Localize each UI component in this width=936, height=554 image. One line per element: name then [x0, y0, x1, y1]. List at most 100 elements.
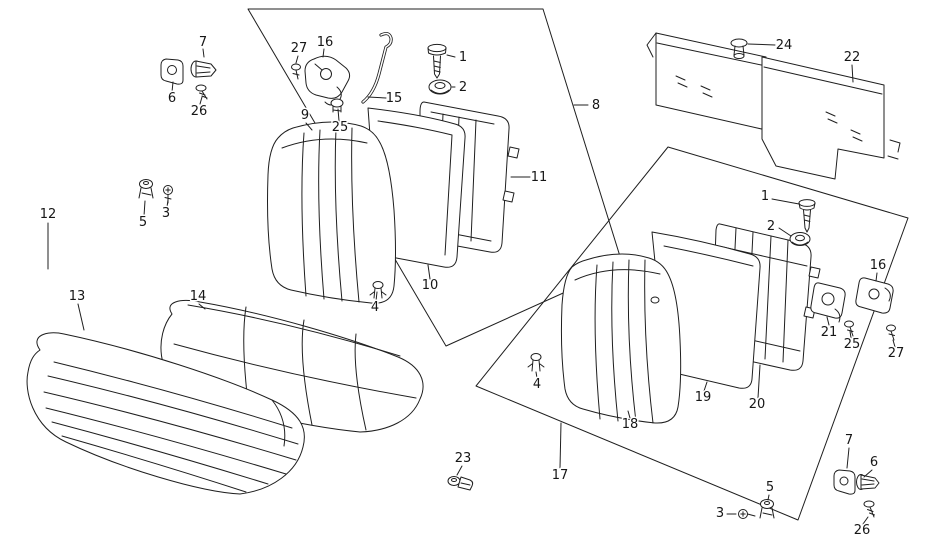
clip-4-right-drawing: [527, 353, 545, 372]
callout-16-right: 16: [870, 258, 887, 273]
screw-27-right-drawing: [886, 324, 896, 341]
clip-7-6-left-drawing: [160, 58, 217, 85]
clip-23-drawing: [447, 476, 474, 491]
callout-5-left: 5: [139, 215, 147, 230]
callout-5-bottom-right: 5: [766, 480, 774, 495]
callout-27-left: 27: [291, 41, 308, 56]
clip-24-drawing: [730, 38, 748, 59]
leader-line: [747, 43, 776, 46]
callout-2-left: 2: [459, 80, 467, 95]
leader-line: [143, 200, 146, 217]
latch-16-right-drawing: [855, 277, 894, 314]
leader-line: [198, 303, 206, 310]
leader-line: [202, 48, 205, 58]
clip-5-left-drawing: [138, 179, 154, 199]
assembly-box-right: [475, 146, 909, 521]
callout-23: 23: [455, 451, 472, 466]
leader-line: [166, 199, 169, 208]
callout-26-bottom-right: 26: [854, 523, 871, 538]
callout-9: 9: [301, 108, 309, 123]
grommet-2-right-drawing: [789, 232, 811, 246]
latch-16-left-drawing: [304, 55, 351, 106]
leader-line: [446, 54, 456, 58]
screw-27-left-drawing: [291, 63, 301, 80]
leader-line: [862, 516, 869, 525]
clip-7-6-right-drawing: [833, 469, 880, 495]
callout-22: 22: [844, 50, 861, 65]
callout-25-left: 25: [332, 120, 349, 135]
callout-19: 19: [695, 390, 712, 405]
screw-26-left-drawing: [195, 84, 208, 100]
leader-line: [295, 55, 299, 64]
callout-15: 15: [386, 91, 403, 106]
leader-line: [559, 422, 562, 469]
leader-line: [778, 227, 792, 237]
rod-15-drawing: [361, 31, 393, 104]
leader-line: [703, 381, 708, 392]
callout-27-right: 27: [888, 346, 905, 361]
leader-line: [535, 371, 538, 379]
leader-line: [456, 465, 463, 476]
callout-4-right: 4: [533, 377, 541, 392]
callout-8: 8: [592, 98, 600, 113]
callout-3-bottom-right: 3: [716, 506, 724, 521]
bolt-1-right-drawing: [798, 199, 816, 233]
bushing-25-left-drawing: [330, 98, 344, 113]
lock-21-drawing: [810, 282, 846, 323]
callout-7-bottom-right: 7: [845, 433, 853, 448]
leader-line: [851, 64, 854, 83]
seat-cushion-13-drawing: [26, 332, 305, 495]
callout-18: 18: [622, 417, 639, 432]
seat-back-board-22-drawing: [646, 32, 901, 180]
clip-4-left-drawing: [369, 281, 387, 299]
callout-14: 14: [190, 289, 207, 304]
callout-7-top-left: 7: [199, 35, 207, 50]
seat-back-cushion-9-drawing: [267, 121, 396, 304]
screw-3-left-drawing: [163, 185, 173, 204]
leader-line: [863, 469, 873, 478]
callout-26-top-left: 26: [191, 104, 208, 119]
callout-2-right: 2: [767, 219, 775, 234]
callout-3-left: 3: [162, 206, 170, 221]
callout-11: 11: [531, 170, 548, 185]
leader-line: [757, 364, 761, 399]
callout-1-right: 1: [761, 189, 769, 204]
leader-line: [892, 339, 896, 348]
leader-line: [875, 272, 878, 282]
grommet-2-left-drawing: [428, 79, 452, 95]
leader-line: [375, 291, 378, 302]
callout-4-left: 4: [371, 300, 379, 315]
leader-line: [367, 96, 387, 99]
leader-line: [849, 330, 852, 339]
callout-17: 17: [552, 468, 569, 483]
callout-10: 10: [422, 278, 439, 293]
leader-lines: [47, 43, 896, 525]
callout-25-right: 25: [844, 337, 861, 352]
leader-line: [427, 264, 431, 280]
callout-24: 24: [776, 38, 793, 53]
callout-21: 21: [821, 325, 838, 340]
leader-line: [171, 81, 174, 93]
leader-line: [771, 198, 800, 205]
leader-line: [199, 96, 203, 105]
clip-5-right-drawing: [759, 499, 775, 519]
leader-line: [627, 410, 631, 419]
screw-26-right-drawing: [863, 500, 875, 518]
screw-3-right-drawing: [738, 509, 756, 519]
bolt-1-left-drawing: [427, 43, 447, 79]
leader-line: [77, 303, 85, 331]
callout-12: 12: [40, 207, 57, 222]
callout-16-left: 16: [317, 35, 334, 50]
leader-line: [767, 494, 770, 501]
callout-1-left: 1: [459, 50, 467, 65]
callout-labels: 7 6 26 27 16 15 25 9 1 2 8 11 10 4 5 3 1…: [38, 34, 906, 540]
leader-line: [305, 122, 313, 131]
leader-line: [826, 316, 830, 326]
leader-line: [337, 108, 340, 122]
screw-25-right-drawing: [844, 320, 854, 337]
callout-20: 20: [749, 397, 766, 412]
leader-line: [846, 447, 850, 469]
leader-line: [322, 48, 325, 58]
